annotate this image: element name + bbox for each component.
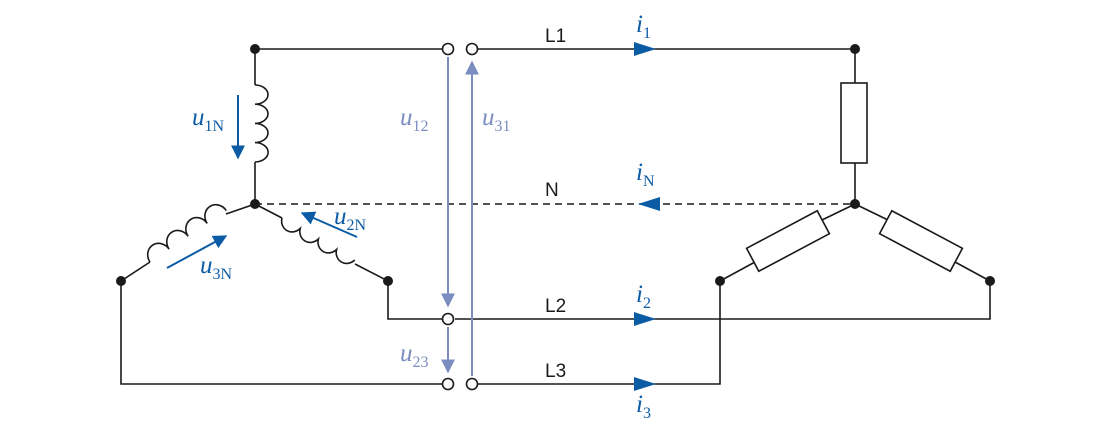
label-u31: u31 [482,104,511,135]
line-L3-left [120,281,442,385]
node-source-L1 [250,44,260,54]
resistor-phase3 [745,209,831,273]
node-source-star [250,199,260,209]
label-i2: i2 [636,281,651,312]
load-phase2-wire-b [954,261,991,282]
label-iN: iN [636,159,655,190]
label-L1: L1 [545,26,566,47]
nodes [116,44,995,286]
arrowhead-i1 [634,42,656,56]
arrowhead-iN [638,197,660,211]
label-L3: L3 [545,361,566,382]
node-source-phase2 [383,276,393,286]
label-u1N: u1N [192,104,225,135]
terminals [441,42,479,391]
label-i1: i1 [636,11,651,42]
coil-phase2 [280,217,356,265]
label-N: N [545,180,559,201]
line-labels: L1 N L2 L3 [545,26,566,382]
node-source-phase3 [116,276,126,286]
line-L3-right [478,281,721,385]
phase-voltage-arrows [166,95,358,269]
line-L2-left [387,281,442,320]
source-phase3-wire-a [225,203,256,215]
label-u23: u23 [400,340,429,371]
current-labels: i1 iN i2 i3 [636,11,655,422]
arrow-u3N [166,235,228,269]
line-voltage-arrows [441,57,479,376]
terminal-L2 [441,312,455,326]
current-arrowheads [634,42,660,391]
coil-phase3 [146,204,227,263]
source-coils [146,84,356,265]
label-L2: L2 [545,296,566,317]
node-load-phase3 [715,276,725,286]
node-load-L1 [850,44,860,54]
load-phase2-wire-a [854,203,889,221]
resistor-phase1 [840,82,868,164]
coil-phase1 [254,84,269,163]
load-phase3-wire-b [719,261,756,282]
line-L2-right [455,281,991,320]
resistor-phase2 [878,209,964,273]
arrowhead-i2 [634,312,656,326]
label-u12: u12 [400,104,429,135]
arrowhead-i3 [634,377,656,391]
load-phase3-wire-a [821,203,856,221]
wires [120,48,991,385]
node-load-phase2 [985,276,995,286]
source-phase3-wire-b [120,261,151,282]
terminal-L3-a [441,377,455,391]
terminal-L1-a [441,42,455,56]
terminal-L3-b [465,377,479,391]
voltage-labels: u1N u2N u3N u12 u31 u23 [192,104,511,371]
source-phase2-wire-a [254,203,283,219]
load-resistors [745,82,964,273]
label-u3N: u3N [200,252,233,283]
terminal-L1-b [465,42,479,56]
arrow-u2N [300,211,358,238]
label-u2N: u2N [334,203,367,234]
source-phase2-wire-b [354,263,389,282]
node-load-star [850,199,860,209]
label-i3: i3 [636,391,651,422]
